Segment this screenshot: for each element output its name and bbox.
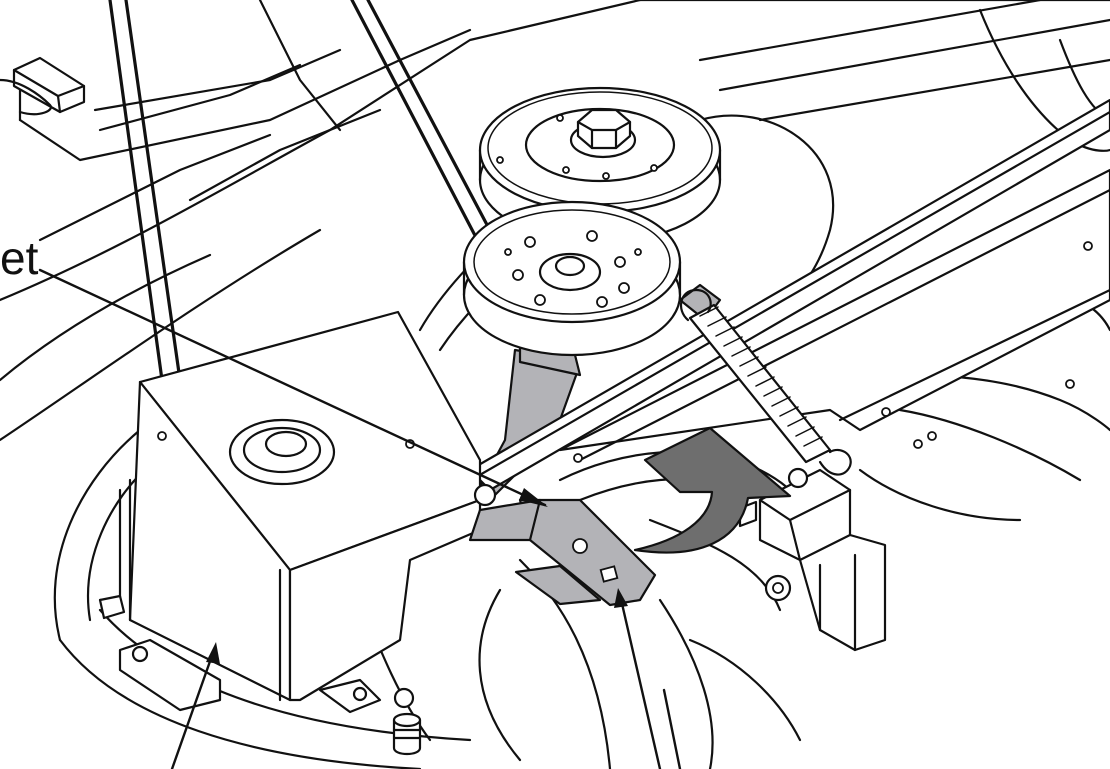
belt-guide-rod bbox=[468, 98, 1110, 492]
stud-bolts bbox=[98, 594, 422, 756]
bracket-plate bbox=[468, 498, 657, 607]
upper-pulley bbox=[478, 86, 722, 244]
callout-leaders bbox=[38, 268, 682, 769]
idler-pulley bbox=[462, 200, 682, 357]
belt-cover bbox=[98, 310, 497, 714]
tension-spring bbox=[679, 288, 852, 476]
rotation-arrow bbox=[633, 426, 792, 554]
bracket-label: et bbox=[0, 232, 39, 284]
cable-rod bbox=[108, 0, 496, 382]
cable-clip bbox=[0, 56, 86, 116]
